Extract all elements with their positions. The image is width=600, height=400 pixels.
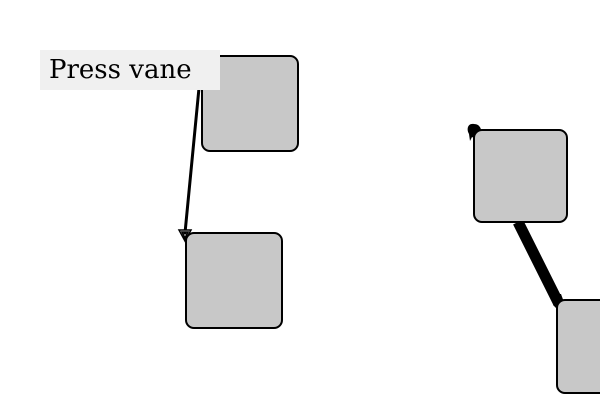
diagram-node-2 [185, 232, 283, 329]
diagram-node-1 [201, 55, 299, 152]
diagram-node-4 [556, 299, 600, 394]
edge-node1-node2 [183, 86, 201, 235]
caption-label: Press vane [40, 50, 220, 90]
edge-node3-node4 [513, 219, 563, 305]
diagram-node-3 [473, 129, 568, 223]
